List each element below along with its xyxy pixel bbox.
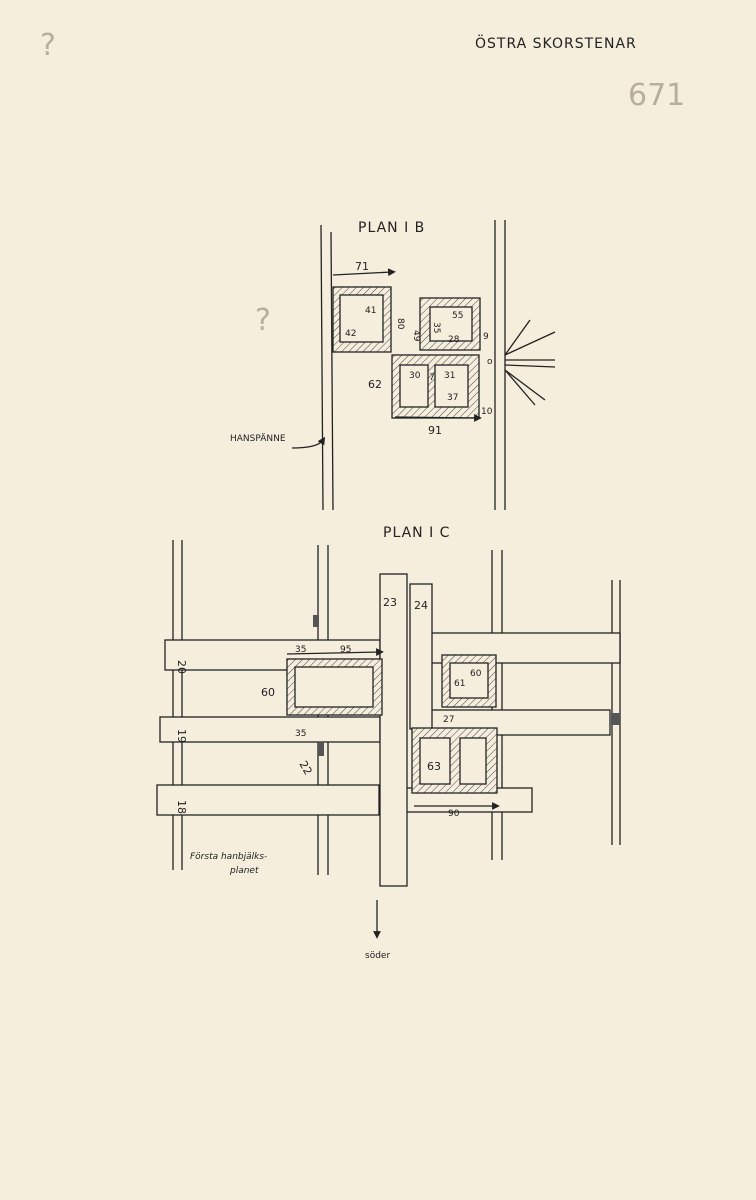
- beam-label: 23: [383, 596, 397, 609]
- pencil-mark: ?: [255, 303, 271, 338]
- dim-label: 27: [443, 715, 454, 725]
- dim-label: 35: [431, 322, 441, 333]
- dim-label: 91: [428, 424, 442, 437]
- dim-label: 62: [368, 378, 382, 391]
- dim-label: 28: [448, 335, 460, 345]
- dim-label: 42: [345, 329, 356, 339]
- dim-label: 31: [444, 371, 455, 381]
- dim-label: 10: [481, 407, 493, 417]
- dim-label: 80: [395, 318, 405, 330]
- dim-label: o: [487, 357, 493, 367]
- direction-label: söder: [365, 951, 390, 961]
- dim-label: 61: [454, 679, 465, 689]
- beam-23: [379, 573, 408, 887]
- dim-label: 7: [429, 373, 435, 383]
- dim-label: 41: [365, 306, 376, 316]
- beam-19: [159, 716, 381, 743]
- hanspanne-label: HANSPÄNNE: [230, 433, 286, 444]
- dim-label: 95: [340, 645, 351, 655]
- dim-label: 71: [355, 260, 369, 273]
- dim-label: 55: [452, 311, 463, 321]
- dim-label: 30: [409, 371, 421, 381]
- caption-line-1: Första hanbjälks-: [190, 852, 267, 862]
- dim-label: 90: [448, 809, 460, 819]
- page-title: ÖSTRA SKORSTENAR: [475, 34, 637, 52]
- sheet-number: 671: [628, 78, 685, 113]
- plan-c-title: PLAN I C: [383, 525, 450, 541]
- dim-label: 35: [295, 645, 306, 655]
- beam-18: [156, 784, 380, 816]
- dim-label: 49: [411, 330, 421, 342]
- beam-label: 19: [175, 729, 188, 743]
- pencil-mark: ?: [40, 28, 56, 63]
- plan-b: PLAN I B 71 41 42 80 55 35 28 49 9 o 30 …: [230, 220, 556, 511]
- beam-label: 24: [414, 599, 428, 612]
- beam-label: 18: [175, 800, 188, 814]
- dim-label: 35: [295, 729, 306, 739]
- plan-c: PLAN I C 20 19 18 23 24 22 35 95 60 35 6…: [156, 525, 621, 961]
- plan-b-title: PLAN I B: [358, 220, 425, 236]
- dim-label: 63: [427, 760, 441, 773]
- dim-label: 37: [447, 393, 458, 403]
- dim-label: 60: [470, 669, 482, 679]
- caption-line-2: planet: [229, 866, 259, 876]
- dim-label: 60: [261, 686, 275, 699]
- beam-label: 22: [296, 759, 314, 778]
- dim-label: 9: [483, 332, 489, 342]
- beam-label: 20: [175, 660, 188, 674]
